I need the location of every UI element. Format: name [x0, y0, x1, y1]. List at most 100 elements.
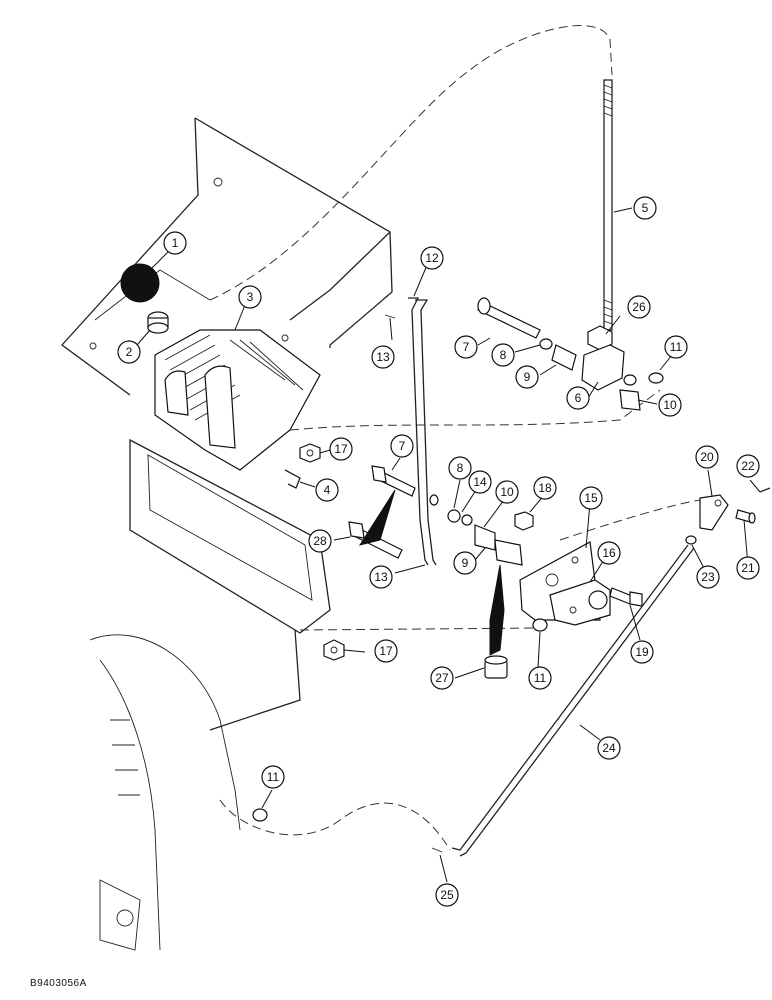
callout-number: 21: [741, 561, 755, 575]
callout-number: 8: [457, 461, 464, 475]
tractor-body: [89, 634, 241, 951]
control-rod: [451, 544, 695, 857]
callout-number: 27: [435, 671, 449, 685]
callout-23: 23: [696, 565, 720, 589]
upper-linkage: [477, 297, 664, 411]
callout-number: 23: [701, 570, 715, 584]
callout-17-upper: 17: [329, 437, 353, 461]
grommet: [147, 311, 169, 334]
pedal-pad: [154, 329, 321, 471]
cotter-pin: [431, 847, 443, 853]
callout-9-upper: 9: [515, 365, 539, 389]
pivot-bolt: [609, 587, 643, 607]
callout-24: 24: [597, 736, 621, 760]
callout-number: 15: [584, 491, 598, 505]
callout-19: 19: [630, 640, 654, 664]
callout-number: 20: [700, 450, 714, 464]
washer: [252, 808, 268, 822]
callout-7-lower: 7: [390, 434, 414, 458]
callout-number: 22: [741, 459, 755, 473]
callout-number: 16: [602, 546, 616, 560]
pivot-block: [549, 579, 611, 626]
callout-number: 9: [462, 556, 469, 570]
hex-nut: [299, 443, 321, 463]
callout-17-lower: 17: [374, 639, 398, 663]
callout-number: 9: [524, 370, 531, 384]
callout-6: 6: [566, 386, 590, 410]
callout-number: 5: [642, 201, 649, 215]
callout-8-lower: 8: [448, 456, 472, 480]
callout-1: 1: [163, 231, 187, 255]
callout-14: 14: [468, 470, 492, 494]
callout-4: 4: [315, 478, 339, 502]
callout-number: 8: [500, 348, 507, 362]
callout-number: 28: [313, 534, 327, 548]
callout-18: 18: [533, 476, 557, 500]
callout-11-middle: 11: [528, 666, 552, 690]
washer: [532, 618, 548, 632]
callout-number: 4: [324, 483, 331, 497]
wedge-bracket: [358, 489, 396, 546]
callout-number: 25: [440, 888, 454, 902]
callout-21: 21: [736, 556, 760, 580]
callout-13-upper: 13: [371, 345, 395, 369]
callout-28: 28: [308, 529, 332, 553]
callout-number: 6: [575, 391, 582, 405]
callout-number: 19: [635, 645, 649, 659]
callout-number: 11: [670, 340, 683, 354]
callout-number: 17: [379, 644, 393, 658]
callout-12: 12: [420, 246, 444, 270]
spacer: [484, 655, 508, 679]
wedge-bracket: [489, 564, 505, 656]
callout-2: 2: [117, 340, 141, 364]
lower-spacers: [429, 494, 534, 566]
callout-11-upper: 11: [664, 335, 688, 359]
callout-number: 11: [267, 770, 280, 784]
plug: [120, 263, 160, 303]
figure-code: B9403056A: [30, 978, 87, 989]
callout-20: 20: [695, 445, 719, 469]
callout-13-lower: 13: [369, 565, 393, 589]
clip: [284, 469, 301, 489]
bolt: [371, 465, 416, 497]
callout-number: 7: [399, 439, 406, 453]
callout-number: 10: [500, 485, 514, 499]
clevis: [699, 494, 729, 531]
jam-nut: [685, 535, 697, 545]
cotter-pin: [759, 487, 771, 493]
callout-number: 10: [663, 398, 677, 412]
callout-3: 3: [238, 285, 262, 309]
callout-number: 13: [376, 350, 390, 364]
callout-11-lower: 11: [261, 765, 285, 789]
callout-number: 12: [425, 251, 439, 265]
callout-number: 7: [463, 340, 470, 354]
callout-26: 26: [627, 295, 651, 319]
callout-number: 13: [374, 570, 388, 584]
callout-number: 17: [334, 442, 348, 456]
reference-lines: [209, 25, 701, 851]
callout-number: 3: [247, 290, 254, 304]
callout-number: 1: [172, 236, 179, 250]
nut: [587, 325, 613, 351]
callout-number: 2: [126, 345, 133, 359]
callout-number: 18: [538, 481, 552, 495]
leader-lines: [136, 207, 761, 883]
mounting-panel: [61, 117, 393, 731]
callout-number: 24: [602, 741, 616, 755]
clevis-pin: [735, 509, 756, 524]
callout-10-upper: 10: [658, 393, 682, 417]
callout-16: 16: [597, 541, 621, 565]
callout-7-upper: 7: [454, 335, 478, 359]
callout-8-upper: 8: [491, 343, 515, 367]
bent-rod: [384, 297, 437, 566]
callout-27: 27: [430, 666, 454, 690]
callout-5: 5: [633, 196, 657, 220]
callout-number: 11: [534, 671, 547, 685]
callout-number: 26: [632, 300, 646, 314]
long-bolt: [348, 521, 403, 559]
callout-9-lower: 9: [453, 551, 477, 575]
threaded-rod: [603, 79, 613, 331]
callout-10-lower: 10: [495, 480, 519, 504]
callout-15: 15: [579, 486, 603, 510]
